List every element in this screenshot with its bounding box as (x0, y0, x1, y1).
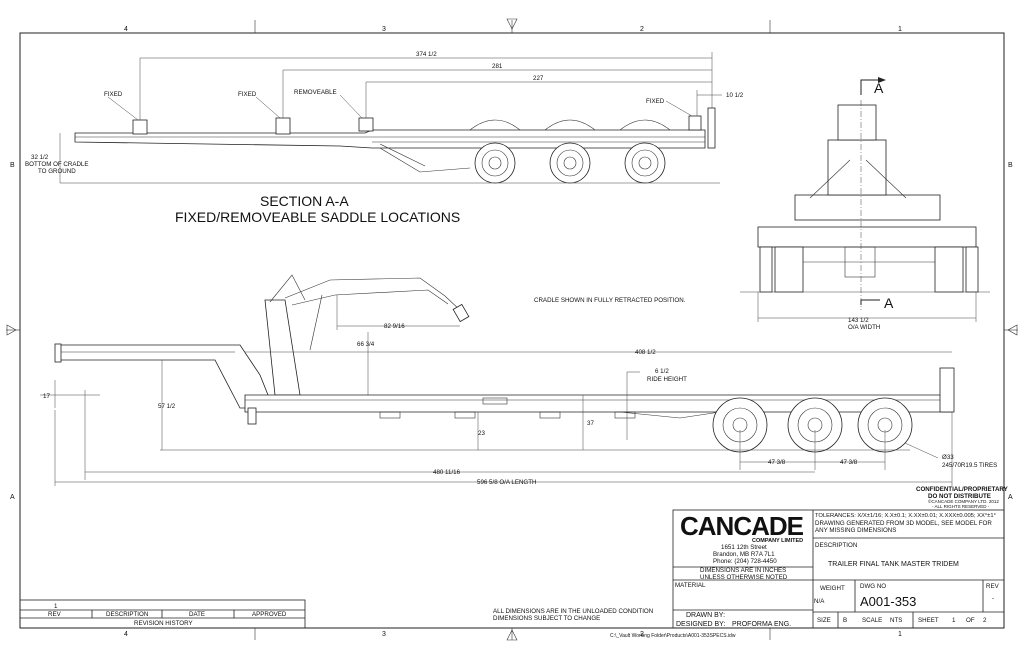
dwg-no-value: A001-353 (860, 594, 916, 609)
section-dimension-lines (59, 52, 722, 183)
dim-66: 66 3/4 (357, 341, 375, 348)
dim-17: 17 (43, 393, 50, 400)
dim-227: 227 (533, 75, 544, 82)
dim-408: 408 1/2 (635, 349, 656, 356)
dim-57: 57 1/2 (158, 403, 176, 410)
confidential-line-1: CONFIDENTIAL/PROPRIETARY (916, 486, 1009, 493)
dim-tire-dia: Ø33 (942, 454, 954, 461)
revision-col-rev: REV (48, 611, 62, 618)
model-note-2: ANY MISSING DIMENSIONS (815, 527, 896, 534)
size-value: B (843, 617, 847, 624)
section-view-drawing (60, 107, 720, 184)
rev-label: REV (986, 583, 1000, 590)
zone-top-3: 3 (382, 26, 386, 33)
dim-480: 480 11/16 (433, 469, 461, 476)
dim-overall-length: 596 5/8 O/A LENGTH (477, 479, 537, 486)
label-fixed-3: FIXED (646, 98, 665, 105)
dim-281: 281 (492, 63, 503, 70)
sheet-label: SHEET (918, 617, 939, 624)
dim-374: 374 1/2 (416, 51, 437, 58)
revision-history-title: REVISION HISTORY (134, 620, 193, 627)
phone: Phone: (204) 728-4450 (713, 558, 777, 565)
section-marker-bottom: A (884, 295, 894, 311)
end-view-drawing (740, 77, 990, 322)
material-label: MATERIAL (675, 582, 706, 589)
company-logo-sub: COMPANY LIMITED (752, 538, 803, 544)
unloaded-note-2: DIMENSIONS SUBJECT TO CHANGE (493, 615, 600, 622)
units-note-1: DIMENSIONS ARE IN INCHES (700, 567, 786, 574)
description-label: DESCRIPTION (815, 542, 857, 549)
zone-bottom-3: 3 (382, 631, 386, 638)
section-marker-top: A (874, 80, 884, 96)
cradle-note-1: BOTTOM OF CRADLE (25, 161, 89, 168)
label-fixed-1: FIXED (104, 91, 123, 98)
dwg-no-label: DWG NO (860, 583, 886, 590)
company-logo: CANCADE (680, 511, 804, 541)
section-title: SECTION A-A (260, 193, 349, 209)
weight-value: N/A (814, 598, 825, 605)
model-note-1: DRAWING GENERATED FROM 3D MODEL, SEE MOD… (815, 520, 992, 527)
title-block-frame (672, 509, 1005, 629)
dim-axle-2: 47 3/8 (840, 459, 858, 466)
dim-10-5: 10 1/2 (726, 92, 744, 99)
section-subtitle: FIXED/REMOVEABLE SADDLE LOCATIONS (175, 209, 460, 225)
confidential-line-4: - ALL RIGHTS RESERVED - (932, 504, 990, 509)
sheet-border (6, 18, 1018, 641)
dim-37: 37 (587, 420, 594, 427)
file-path: C:\_Vault Working Folder\Products\A001-3… (610, 633, 736, 639)
revision-history-table (19, 599, 306, 629)
sheet-value: 1 (952, 617, 956, 624)
label-removeable: REMOVEABLE (294, 89, 337, 96)
dim-axle-1: 47 3/8 (768, 459, 786, 466)
designed-by-label: DESIGNED BY: (676, 621, 725, 628)
tolerances: TOLERANCES: X/X±1/16; X.X±0.1; X.XX±0.01… (815, 513, 996, 519)
confidential-line-3: ©CANCADE COMPANY LTD. 2012 (928, 498, 999, 504)
dim-width-label: O/A WIDTH (848, 324, 880, 331)
zone-top-4: 4 (124, 26, 128, 33)
scale-label: SCALE (862, 617, 882, 624)
dim-ride-height-label: RIDE HEIGHT (647, 376, 687, 383)
designed-by-value: PROFORMA ENG. (732, 621, 791, 628)
cradle-note-2: TO GROUND (38, 168, 76, 175)
units-note-2: UNLESS OTHERWISE NOTED (700, 574, 788, 581)
address-line-2: Brandon, MB R7A 7L1 (713, 551, 775, 558)
address-line-1: 1651 12th Street (721, 544, 767, 551)
dim-ride-height: 6 1/2 (655, 368, 669, 375)
dim-tire-size: 245/70R19.5 TIRES (942, 462, 997, 469)
revision-col-date: DATE (189, 611, 205, 618)
zone-bottom-1: 1 (898, 631, 902, 638)
drawn-by-label: DRAWN BY: (686, 612, 725, 619)
side-dimension-lines (40, 295, 953, 486)
sheet-of-label: OF (966, 617, 975, 624)
revision-col-approved: APPROVED (252, 611, 287, 618)
label-fixed-2: FIXED (238, 91, 257, 98)
zone-bottom-4: 4 (124, 631, 128, 638)
sheet-total: 2 (983, 617, 987, 624)
weight-label: WEIGHT (820, 585, 845, 592)
dim-width: 143 1/2 (848, 317, 869, 324)
zone-top-2: 2 (640, 26, 644, 33)
side-view-note: CRADLE SHOWN IN FULLY RETRACTED POSITION… (534, 297, 686, 304)
unloaded-note-1: ALL DIMENSIONS ARE IN THE UNLOADED CONDI… (493, 608, 653, 615)
zone-right-a: A (1008, 494, 1013, 501)
zone-right-b: B (1008, 162, 1013, 169)
revision-count: 1 (54, 603, 58, 610)
dim-82: 82 9/16 (384, 323, 405, 330)
rev-value: - (992, 595, 994, 602)
size-label: SIZE (817, 617, 831, 624)
confidential-line-2: DO NOT DISTRIBUTE (928, 493, 991, 500)
zone-left-a: A (10, 494, 15, 501)
dim-cradle-height: 32 1/2 (31, 154, 49, 161)
description-value: TRAILER FINAL TANK MASTER TRIDEM (828, 561, 959, 568)
zone-left-b: B (10, 162, 15, 169)
zone-top-1: 1 (898, 26, 902, 33)
scale-value: NTS (890, 617, 902, 624)
revision-col-description: DESCRIPTION (106, 611, 148, 618)
zone-bottom-2: 2 (640, 631, 644, 638)
dim-23: 23 (478, 430, 485, 437)
side-view-drawing (54, 274, 955, 453)
